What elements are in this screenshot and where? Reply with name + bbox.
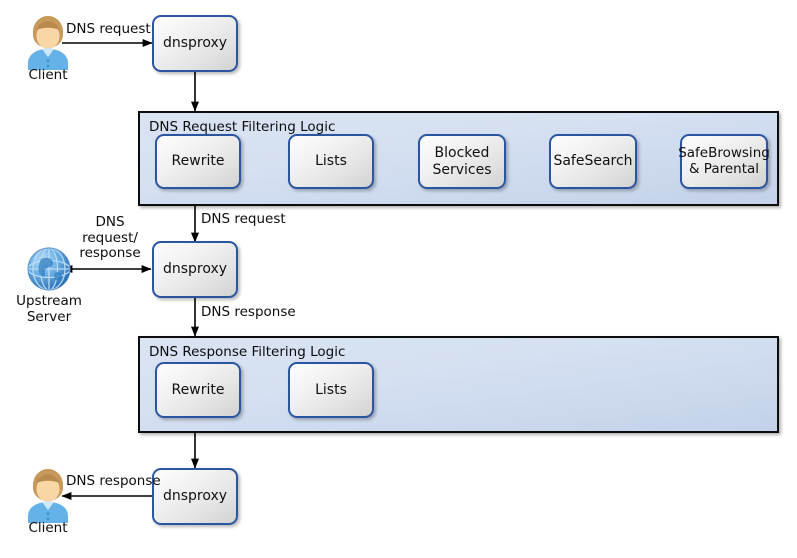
node-label: Lists — [315, 381, 347, 398]
node-label: Lists — [315, 153, 347, 170]
node-req-blocked-services[interactable]: Blocked Services — [418, 134, 506, 189]
edge-label-proxy-to-response-filter: DNS response — [201, 304, 296, 320]
user-icon — [28, 16, 68, 70]
edge-label-upstream-exchange: DNS request/ response — [79, 214, 141, 262]
group-response-filtering: DNS Response Filtering Logic — [138, 336, 779, 433]
node-dnsproxy-middle[interactable]: dnsproxy — [152, 241, 238, 298]
node-req-rewrite[interactable]: Rewrite — [155, 134, 241, 189]
user-icon — [28, 469, 68, 523]
node-label: Blocked Services — [432, 144, 492, 178]
node-dnsproxy-bottom[interactable]: dnsproxy — [152, 468, 238, 525]
edge-label-proxy-to-client: DNS response — [66, 473, 161, 489]
node-label: SafeSearch — [553, 153, 633, 170]
node-resp-rewrite[interactable]: Rewrite — [155, 362, 241, 418]
edge-label-client-to-proxy: DNS request — [66, 21, 151, 37]
node-resp-lists[interactable]: Lists — [288, 362, 374, 418]
group-title: DNS Response Filtering Logic — [149, 344, 346, 360]
node-label: dnsproxy — [162, 35, 228, 52]
node-label: SafeBrowsing & Parental — [678, 144, 770, 177]
node-req-lists[interactable]: Lists — [288, 134, 374, 189]
node-label: Rewrite — [171, 381, 225, 398]
globe-icon — [27, 247, 71, 291]
node-req-safebrowsing-parental[interactable]: SafeBrowsing & Parental — [678, 134, 770, 189]
node-req-safesearch[interactable]: SafeSearch — [549, 134, 637, 189]
actor-caption-client-top: Client — [28, 67, 68, 83]
node-label: dnsproxy — [162, 488, 228, 505]
group-title: DNS Request Filtering Logic — [149, 119, 336, 135]
actor-caption-client-bottom: Client — [28, 520, 68, 536]
node-dnsproxy-top[interactable]: dnsproxy — [152, 15, 238, 72]
actor-caption-upstream: Upstream Server — [16, 293, 82, 325]
edge-label-proxy-to-request-filter: DNS request — [201, 211, 286, 227]
node-label: dnsproxy — [162, 261, 228, 278]
node-label: Rewrite — [171, 153, 225, 170]
